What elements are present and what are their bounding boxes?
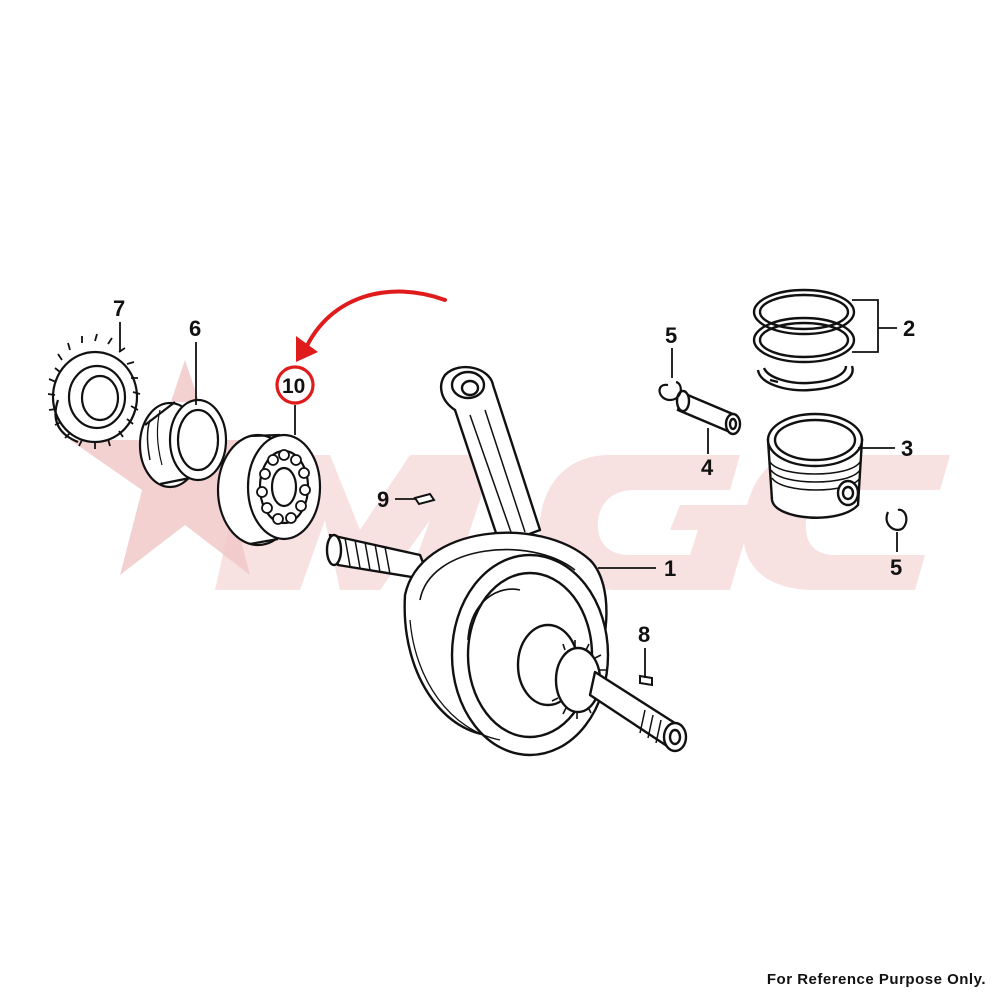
highlight-circle xyxy=(275,365,315,405)
callout-woodruff-key-right: 8 xyxy=(638,622,650,647)
piston-part xyxy=(766,412,864,519)
callout-piston: 3 xyxy=(901,436,913,461)
callout-clip-bottom: 5 xyxy=(890,555,902,580)
piston-pin-clip-bottom-part xyxy=(885,508,908,531)
callout-collar: 6 xyxy=(189,316,201,341)
timing-gear-part xyxy=(47,333,141,449)
callout-piston-rings: 2 xyxy=(903,316,915,341)
woodruff-key-left-part xyxy=(413,492,436,506)
crankshaft-part xyxy=(325,365,688,757)
highlight-arrow xyxy=(303,289,447,352)
callout-piston-pin: 4 xyxy=(701,455,714,480)
callout-crankshaft: 1 xyxy=(664,556,676,581)
piston-pin-clip-top-part xyxy=(658,380,682,402)
callout-woodruff-key-left: 9 xyxy=(377,487,389,512)
callout-bearing-highlighted: 10 xyxy=(282,375,305,398)
reference-note: For Reference Purpose Only. xyxy=(766,971,986,988)
piston-rings-part xyxy=(752,288,856,392)
piston-pin-part xyxy=(675,389,742,436)
woodruff-key-right-part xyxy=(639,674,653,687)
callout-clip-top: 5 xyxy=(665,323,677,348)
highlight-arrowhead xyxy=(296,336,318,362)
ball-bearing-part xyxy=(216,433,322,547)
leader-line-2 xyxy=(852,299,897,353)
highlight-marker xyxy=(275,289,447,405)
leader-lines xyxy=(119,299,898,678)
callout-timing-gear: 7 xyxy=(113,296,125,321)
collar-part xyxy=(138,398,228,489)
